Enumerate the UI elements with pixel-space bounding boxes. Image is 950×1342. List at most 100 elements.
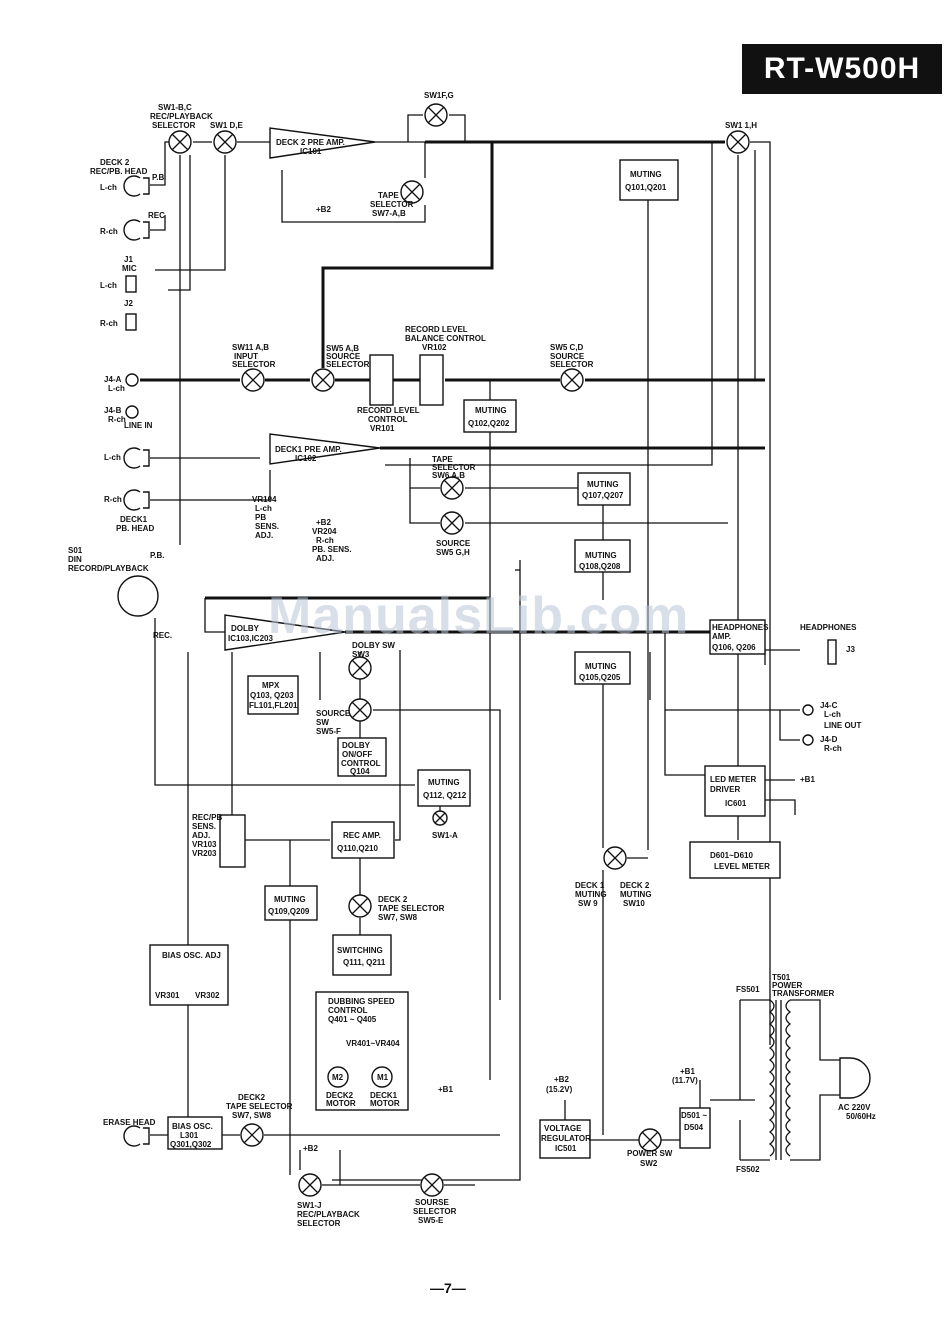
label-rlb-2: BALANCE CONTROL [405,334,486,343]
label-sw11ab-3: SELECTOR [232,360,276,369]
label-muting-q101-2: Q101,Q201 [625,183,667,192]
label-j4b: J4-B [104,406,122,415]
label-vreg-3: IC501 [555,1144,577,1153]
label-muting-q105-2: Q105,Q205 [579,673,621,682]
label-muting-q109-2: Q109,Q209 [268,907,310,916]
watermark: ManualsLib.com [268,587,690,645]
sw5f-switch [348,698,372,722]
line-in-r-icon [125,405,139,419]
label-b2-bottom: +B2 [303,1144,318,1153]
label-tape-sel-sw7-2: SELECTOR [370,200,414,209]
label-sw5ab-1: SW5 A,B [326,344,359,353]
label-ic101: IC101 [300,147,322,156]
label-d2-tape-sel-b-2: TAPE SELECTOR [226,1102,293,1111]
label-j1: J1 [124,255,133,264]
label-sw5cd-3: SELECTOR [550,360,594,369]
mpx-box [247,675,299,715]
page-number: —7— [430,1280,466,1296]
bias-osc-box [167,1116,223,1150]
label-power-sw-2: SW2 [640,1159,658,1168]
label-s01-1: S01 [68,546,83,555]
label-b2-supply-2: (15.2V) [546,1085,573,1094]
switches [168,103,750,1197]
label-sw5cd-2: SOURCE [550,352,585,361]
label-sw11ab-2: INPUT [234,352,258,361]
sw2-switch [638,1128,662,1152]
label-deck1-head-1: DECK1 [120,515,148,524]
label-tape-sel-sw6-1: TAPE [432,455,453,464]
label-ac-1: AC 220V [838,1103,871,1112]
diagram-labels: SW1-B,C REC/PLAYBACK SELECTOR SW1 D,E DE… [68,91,876,1228]
label-dolby-1: DOLBY [231,624,260,633]
label-bias-adj-2: VR301 [155,991,180,1000]
label-sw1bc: SW1-B,C [158,103,192,112]
model-banner: RT-W500H [742,44,942,94]
label-j4a: J4-A [104,375,122,384]
deck2-motor-icon [327,1066,349,1088]
label-rec2: REC. [153,631,172,640]
label-deck1-preamp: DECK1 PRE AMP. [275,445,342,454]
label-deck2-rch: R-ch [100,227,118,236]
label-fs502: FS502 [736,1165,760,1174]
sw6ab-switch [440,476,464,500]
label-rlc-1: RECORD LEVEL [357,406,420,415]
label-sw5ab-3: SELECTOR [326,360,370,369]
label-d1-motor-1: DECK1 [370,1091,398,1100]
label-t501-2: POWER [772,981,802,990]
label-s01-2: DIN [68,555,82,564]
deck1-head-r-icon [123,489,150,511]
label-rlb-1: RECORD LEVEL [405,325,468,334]
label-source-sw5gh-2: SW5 G,H [436,548,470,557]
label-tape-sel-sw7-1: TAPE [378,191,399,200]
ac-plug-icon [839,1057,871,1099]
label-b1-supply-1: +B1 [680,1067,695,1076]
label-pb2: P.B. [150,551,165,560]
label-tape-sel-sw6-2: SELECTOR [432,463,476,472]
label-deck1-head-2: PB. HEAD [116,524,154,533]
label-dolby-sw-2: SW3 [352,650,370,659]
rectifier-box [679,1107,711,1149]
deck1-preamp [269,433,381,465]
sw3-switch [348,656,372,680]
label-sw1j-1: SW1-J [297,1201,321,1210]
muting-q112-box [417,769,471,807]
label-ac-2: 50/60Hz [846,1112,876,1121]
label-vr104-3: PB [255,513,266,522]
label-mic-lch: L-ch [100,281,117,290]
input-jacks [117,175,871,1147]
level-meter-box [689,841,781,879]
bias-adj-box [149,944,229,1006]
label-b2-supply-1: +B2 [554,1075,569,1084]
label-mic-rch: R-ch [100,319,118,328]
label-d2-motor-1: DECK2 [326,1091,354,1100]
label-dolby-sw-1: DOLBY SW [352,641,395,650]
label-vr102: VR102 [422,343,447,352]
label-erase-head: ERASE HEAD [103,1118,156,1127]
label-led-meter-2: DRIVER [710,785,740,794]
label-vr204-3: PB. SENS. [312,545,352,554]
label-sw1bc-desc1: REC/PLAYBACK [150,112,213,121]
dolby-ic [224,614,346,651]
label-sw1de: SW1 D,E [210,121,244,130]
label-dolby-2: IC103,IC203 [228,634,273,643]
label-j2: J2 [124,299,133,308]
label-recpb-sens-3: ADJ. [192,831,210,840]
headphones-jack-icon [827,639,837,665]
label-level-meter-1: D601~D610 [710,851,753,860]
label-switching-2: Q111, Q211 [343,958,386,967]
label-tape-sel-sw6-3: SW6 A,B [432,471,465,480]
label-source-sw5f-2: SW [316,718,329,727]
label-vr104-4: SENS. [255,522,279,531]
label-ic102: IC102 [295,454,317,463]
label-vreg-1: VOLTAGE [544,1124,582,1133]
label-b1-supply-2: (11.7V) [672,1076,698,1085]
label-deck1-lch: L-ch [104,453,121,462]
label-d2-muting-2: MUTING [620,890,652,899]
label-rlc-2: CONTROL [368,415,408,424]
label-b2-top: +B2 [316,205,331,214]
label-source-sw5f-1: SOURCE [316,709,351,718]
label-muting-q101-1: MUTING [630,170,662,179]
label-vr104-1: VR104 [252,495,277,504]
label-d501: D501 ~ [681,1111,707,1120]
label-sw1a: SW1-A [432,831,458,840]
